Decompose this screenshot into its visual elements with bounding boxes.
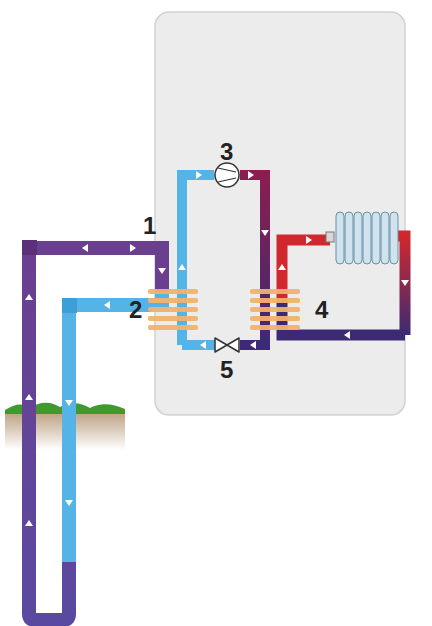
heating-loop (398, 236, 405, 335)
ground-loop-supply (29, 248, 162, 292)
callout-number: 5 (220, 358, 233, 382)
compressor (215, 163, 239, 187)
ground-loop-return (69, 292, 162, 562)
callout-number: 1 (143, 214, 156, 238)
expansion-valve (215, 338, 239, 352)
cabinet (155, 12, 405, 415)
flow-arrow (25, 171, 409, 526)
callout-number: 2 (129, 298, 142, 322)
callout-number: 3 (220, 140, 233, 164)
pipe-corner (62, 298, 77, 313)
heating-return (282, 300, 405, 335)
pipe-corner (22, 240, 37, 255)
radiator (326, 212, 398, 264)
refrigerant-cold (182, 340, 216, 350)
callout-number: 4 (315, 298, 328, 322)
evaporator (148, 289, 198, 330)
condenser (250, 289, 300, 330)
